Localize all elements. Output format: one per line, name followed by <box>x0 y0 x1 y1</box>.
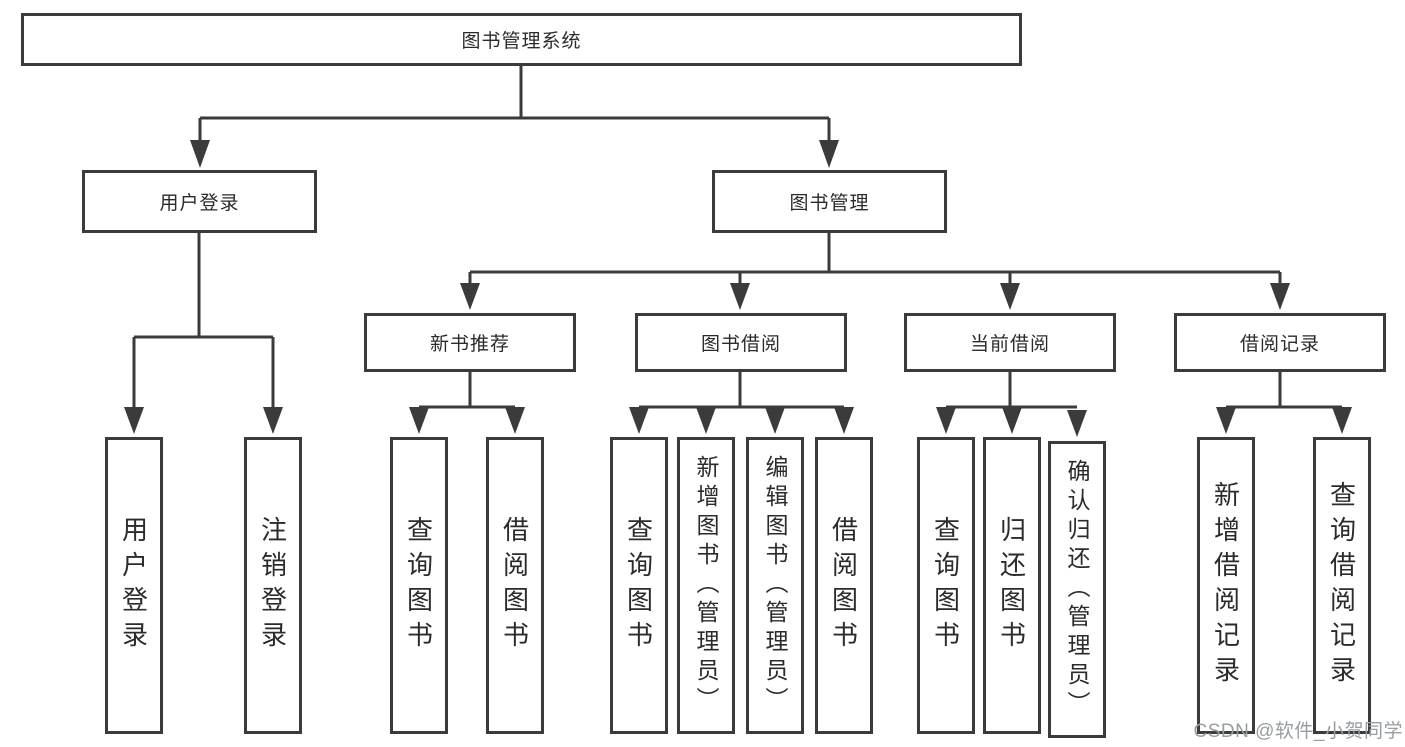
node-borrow-record: 借阅记录 <box>1174 313 1386 372</box>
node-book-borrow-label: 图书借阅 <box>700 334 781 355</box>
watermark: CSDN @软件_小贺同学 <box>1193 721 1403 742</box>
leaf-current-query-label: 查询图书 <box>930 515 961 656</box>
node-book-management: 图书管理 <box>712 170 947 233</box>
leaf-newbook-borrow-label: 借阅图书 <box>499 515 530 656</box>
leaf-query-borrow-record: 查询借阅记录 <box>1313 437 1371 734</box>
leaf-add-book-admin-label: 新增图书（管理员） <box>693 455 719 716</box>
leaf-add-book-admin: 新增图书（管理员） <box>677 437 735 734</box>
leaf-edit-book-admin: 编辑图书（管理员） <box>746 437 804 734</box>
node-book-management-label: 图书管理 <box>789 193 870 214</box>
node-user-login: 用户登录 <box>82 170 317 233</box>
leaf-borrow-book: 借阅图书 <box>815 437 873 734</box>
leaf-newbook-query-label: 查询图书 <box>403 515 434 656</box>
node-current-borrow: 当前借阅 <box>904 313 1116 372</box>
leaf-newbook-query: 查询图书 <box>390 437 448 734</box>
leaf-borrow-query: 查询图书 <box>610 437 668 734</box>
node-root-label: 图书管理系统 <box>461 31 582 52</box>
leaf-add-borrow-record-label: 新增借阅记录 <box>1210 480 1241 691</box>
leaf-confirm-return-admin-label: 确认归还（管理员） <box>1064 459 1090 720</box>
leaf-confirm-return-admin: 确认归还（管理员） <box>1048 441 1106 738</box>
leaf-user-login: 用户登录 <box>105 437 163 734</box>
leaf-return-book: 归还图书 <box>983 437 1041 734</box>
leaf-borrow-book-label: 借阅图书 <box>828 515 859 656</box>
leaf-newbook-borrow: 借阅图书 <box>486 437 544 734</box>
node-borrow-record-label: 借阅记录 <box>1239 334 1320 355</box>
node-new-book-recommend-label: 新书推荐 <box>429 334 510 355</box>
leaf-edit-book-admin-label: 编辑图书（管理员） <box>762 455 788 716</box>
node-current-borrow-label: 当前借阅 <box>969 334 1050 355</box>
leaf-user-login-label: 用户登录 <box>118 515 149 656</box>
leaf-current-query: 查询图书 <box>917 437 975 734</box>
leaf-return-book-label: 归还图书 <box>996 515 1027 656</box>
leaf-logout-label: 注销登录 <box>257 515 288 656</box>
leaf-borrow-query-label: 查询图书 <box>623 515 654 656</box>
node-book-borrow: 图书借阅 <box>635 313 847 372</box>
node-new-book-recommend: 新书推荐 <box>364 313 576 372</box>
node-root: 图书管理系统 <box>21 13 1022 66</box>
leaf-query-borrow-record-label: 查询借阅记录 <box>1326 480 1357 691</box>
node-user-login-label: 用户登录 <box>159 193 240 214</box>
leaf-logout: 注销登录 <box>244 437 302 734</box>
leaf-add-borrow-record: 新增借阅记录 <box>1197 437 1255 734</box>
